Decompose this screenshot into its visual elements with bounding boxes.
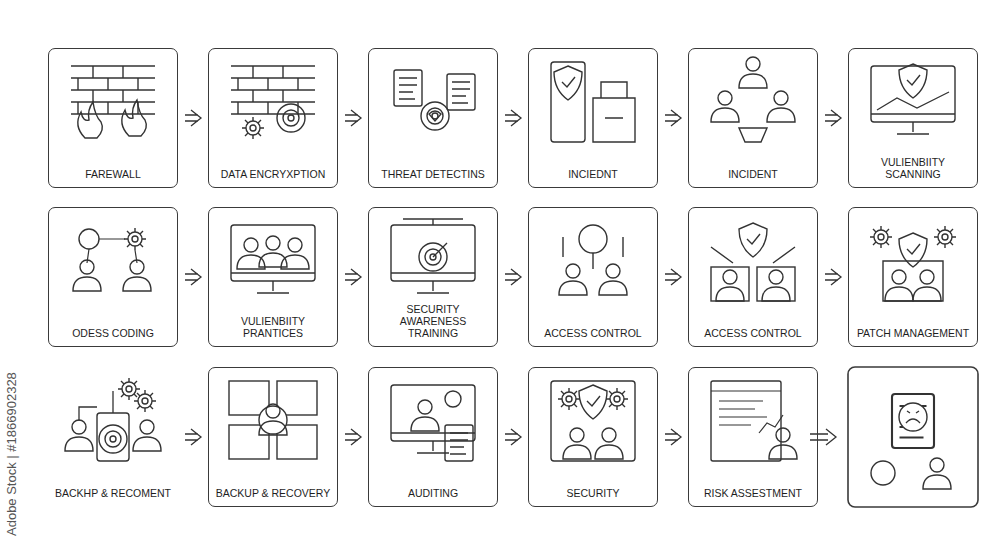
box-label: DATA ENCRYXPTION — [219, 168, 327, 180]
process-box: VULIENBIITY PRANTICES — [208, 207, 338, 347]
box-label: ACCESS CONTROL — [702, 327, 803, 339]
watermark: Adobe Stock | #1866902328 — [4, 372, 19, 536]
flow-arrow — [185, 429, 201, 445]
box-label: VULIENBIITY PRANTICES — [213, 315, 333, 339]
flow-arrow — [665, 269, 681, 285]
box-label: SECURITY AWARENESS TRAINING — [373, 303, 493, 339]
box-label: AUDITING — [406, 487, 460, 499]
box-label: SECURITY — [564, 487, 621, 499]
process-box: FAREWALL — [48, 48, 178, 188]
process-box: INCIDENT — [688, 48, 818, 188]
flow-arrow — [185, 110, 201, 126]
process-box: SECURITY AWARENESS TRAINING — [368, 207, 498, 347]
flow-arrow — [505, 429, 521, 445]
flow-arrow — [825, 269, 841, 285]
box-label: RISK ASSESTMENT — [702, 487, 804, 499]
flow-arrow — [505, 269, 521, 285]
flow-arrow — [505, 110, 521, 126]
box-label: INCIDENT — [726, 168, 780, 180]
flow-arrow — [345, 110, 361, 126]
process-box: THREAT DETECTINS — [368, 48, 498, 188]
flow-arrow — [665, 110, 681, 126]
flow-arrow — [825, 110, 841, 126]
process-box: PATCH MANAGEMENT — [848, 207, 978, 347]
process-box: DATA ENCRYXPTION — [208, 48, 338, 188]
process-box: BACKUP & RECOVERY — [208, 367, 338, 507]
box-label: VULIENBIITY SCANNING — [853, 156, 973, 180]
flow-arrow — [345, 269, 361, 285]
process-box: INCIEDNT — [528, 48, 658, 188]
box-label: ACCESS CONTROL — [542, 327, 643, 339]
box-label: ODESS CODING — [70, 327, 156, 339]
box-label: FAREWALL — [83, 168, 143, 180]
process-box: VULIENBIITY SCANNING — [848, 48, 978, 188]
box-label: INCIEDNT — [566, 168, 620, 180]
process-box: RISK ASSESTMENT — [688, 367, 818, 507]
flow-arrow — [185, 269, 201, 285]
box-label: BACKUP & RECOVERY — [214, 487, 333, 499]
flow-arrow — [665, 429, 681, 445]
process-box: ODESS CODING — [48, 207, 178, 347]
flow-arrow — [345, 429, 361, 445]
box-label: BACKHP & RECOMENT — [53, 487, 173, 499]
box-label: THREAT DETECTINS — [379, 168, 486, 180]
process-box: SECURITY — [528, 367, 658, 507]
process-box: ACCESS CONTROL — [528, 207, 658, 347]
process-box: AUDITING — [368, 367, 498, 507]
process-box: ACCESS CONTROL — [688, 207, 818, 347]
process-box: BACKHP & RECOMENT — [48, 367, 178, 507]
box-label: PATCH MANAGEMENT — [855, 327, 971, 339]
